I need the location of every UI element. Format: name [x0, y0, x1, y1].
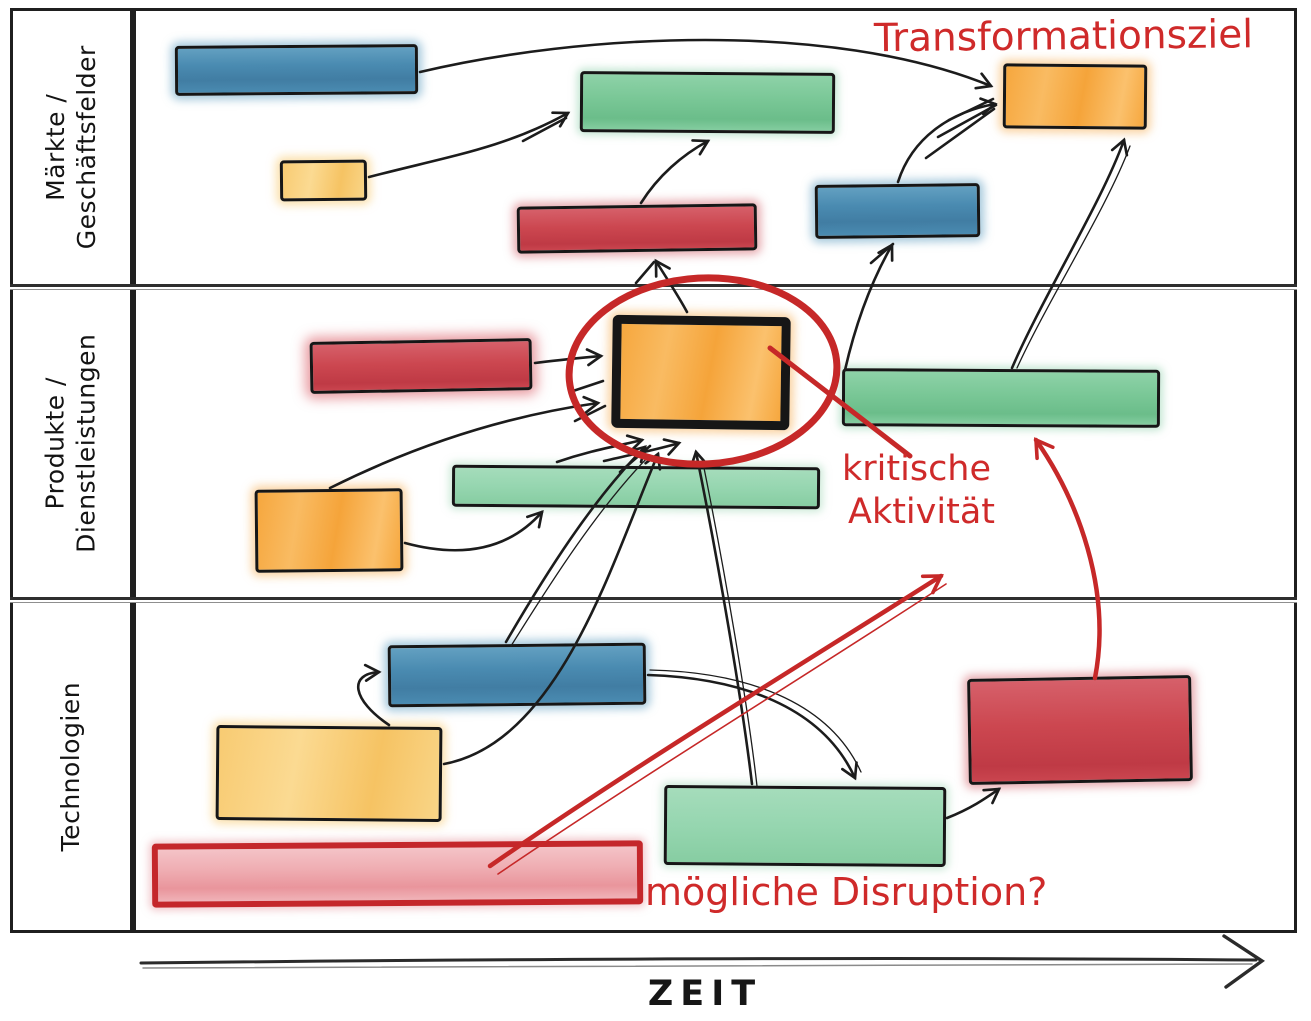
tech-disruption-bar: [151, 840, 644, 908]
lane-divider-1: [10, 284, 1297, 290]
time-axis-line-echo: [142, 963, 1253, 969]
time-axis-label: ZEIT: [647, 974, 763, 1014]
diagram-frame: [133, 8, 1297, 933]
tech-red-box: [967, 675, 1193, 785]
markets-blue-bar-1: [174, 44, 419, 96]
markets-yellow-small: [279, 159, 368, 202]
time-axis-line: [139, 957, 1258, 965]
transformation-goal-box: [1002, 63, 1148, 130]
products-green-bar-right: [841, 368, 1161, 428]
lane-divider-2: [10, 597, 1297, 603]
products-red-bar: [309, 338, 533, 394]
tech-blue-bar: [387, 642, 647, 708]
markets-red-bar: [516, 203, 758, 254]
products-orange-box: [254, 488, 404, 573]
markets-green-bar: [579, 71, 836, 134]
tech-yellow-box: [215, 725, 443, 822]
lane-label-column: [10, 8, 133, 933]
markets-blue-bar-2: [814, 183, 981, 239]
critical-activity-box: [611, 314, 791, 431]
time-axis-arrowhead: [1222, 934, 1265, 989]
tech-green-box: [663, 785, 947, 867]
products-green-bar-center: [451, 464, 821, 510]
